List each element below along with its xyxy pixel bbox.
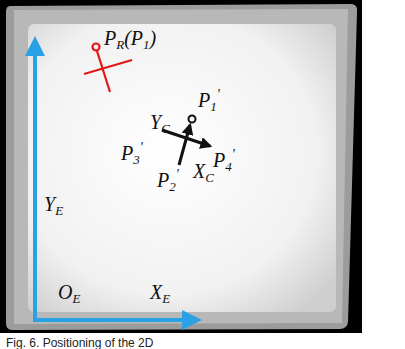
math-label: PR(P1) <box>104 28 156 48</box>
current-cross <box>162 116 210 166</box>
tray-rim-inner <box>14 9 348 324</box>
reference-cross <box>84 44 132 93</box>
axes <box>33 40 198 320</box>
math-label: P2' <box>157 170 179 190</box>
math-label: OE <box>58 282 80 302</box>
math-label: YC <box>150 112 170 132</box>
tray-surface <box>28 24 336 312</box>
math-label: P1' <box>198 90 220 110</box>
photo-background <box>0 0 362 333</box>
math-label: XC <box>193 161 214 181</box>
math-label: P3' <box>121 143 143 163</box>
math-label: P4' <box>213 150 235 170</box>
math-label: XE <box>150 282 170 302</box>
tray-rim <box>6 4 357 330</box>
math-label: YE <box>44 194 63 214</box>
figure-caption: Fig. 6. Positioning of the 2D <box>6 336 153 349</box>
